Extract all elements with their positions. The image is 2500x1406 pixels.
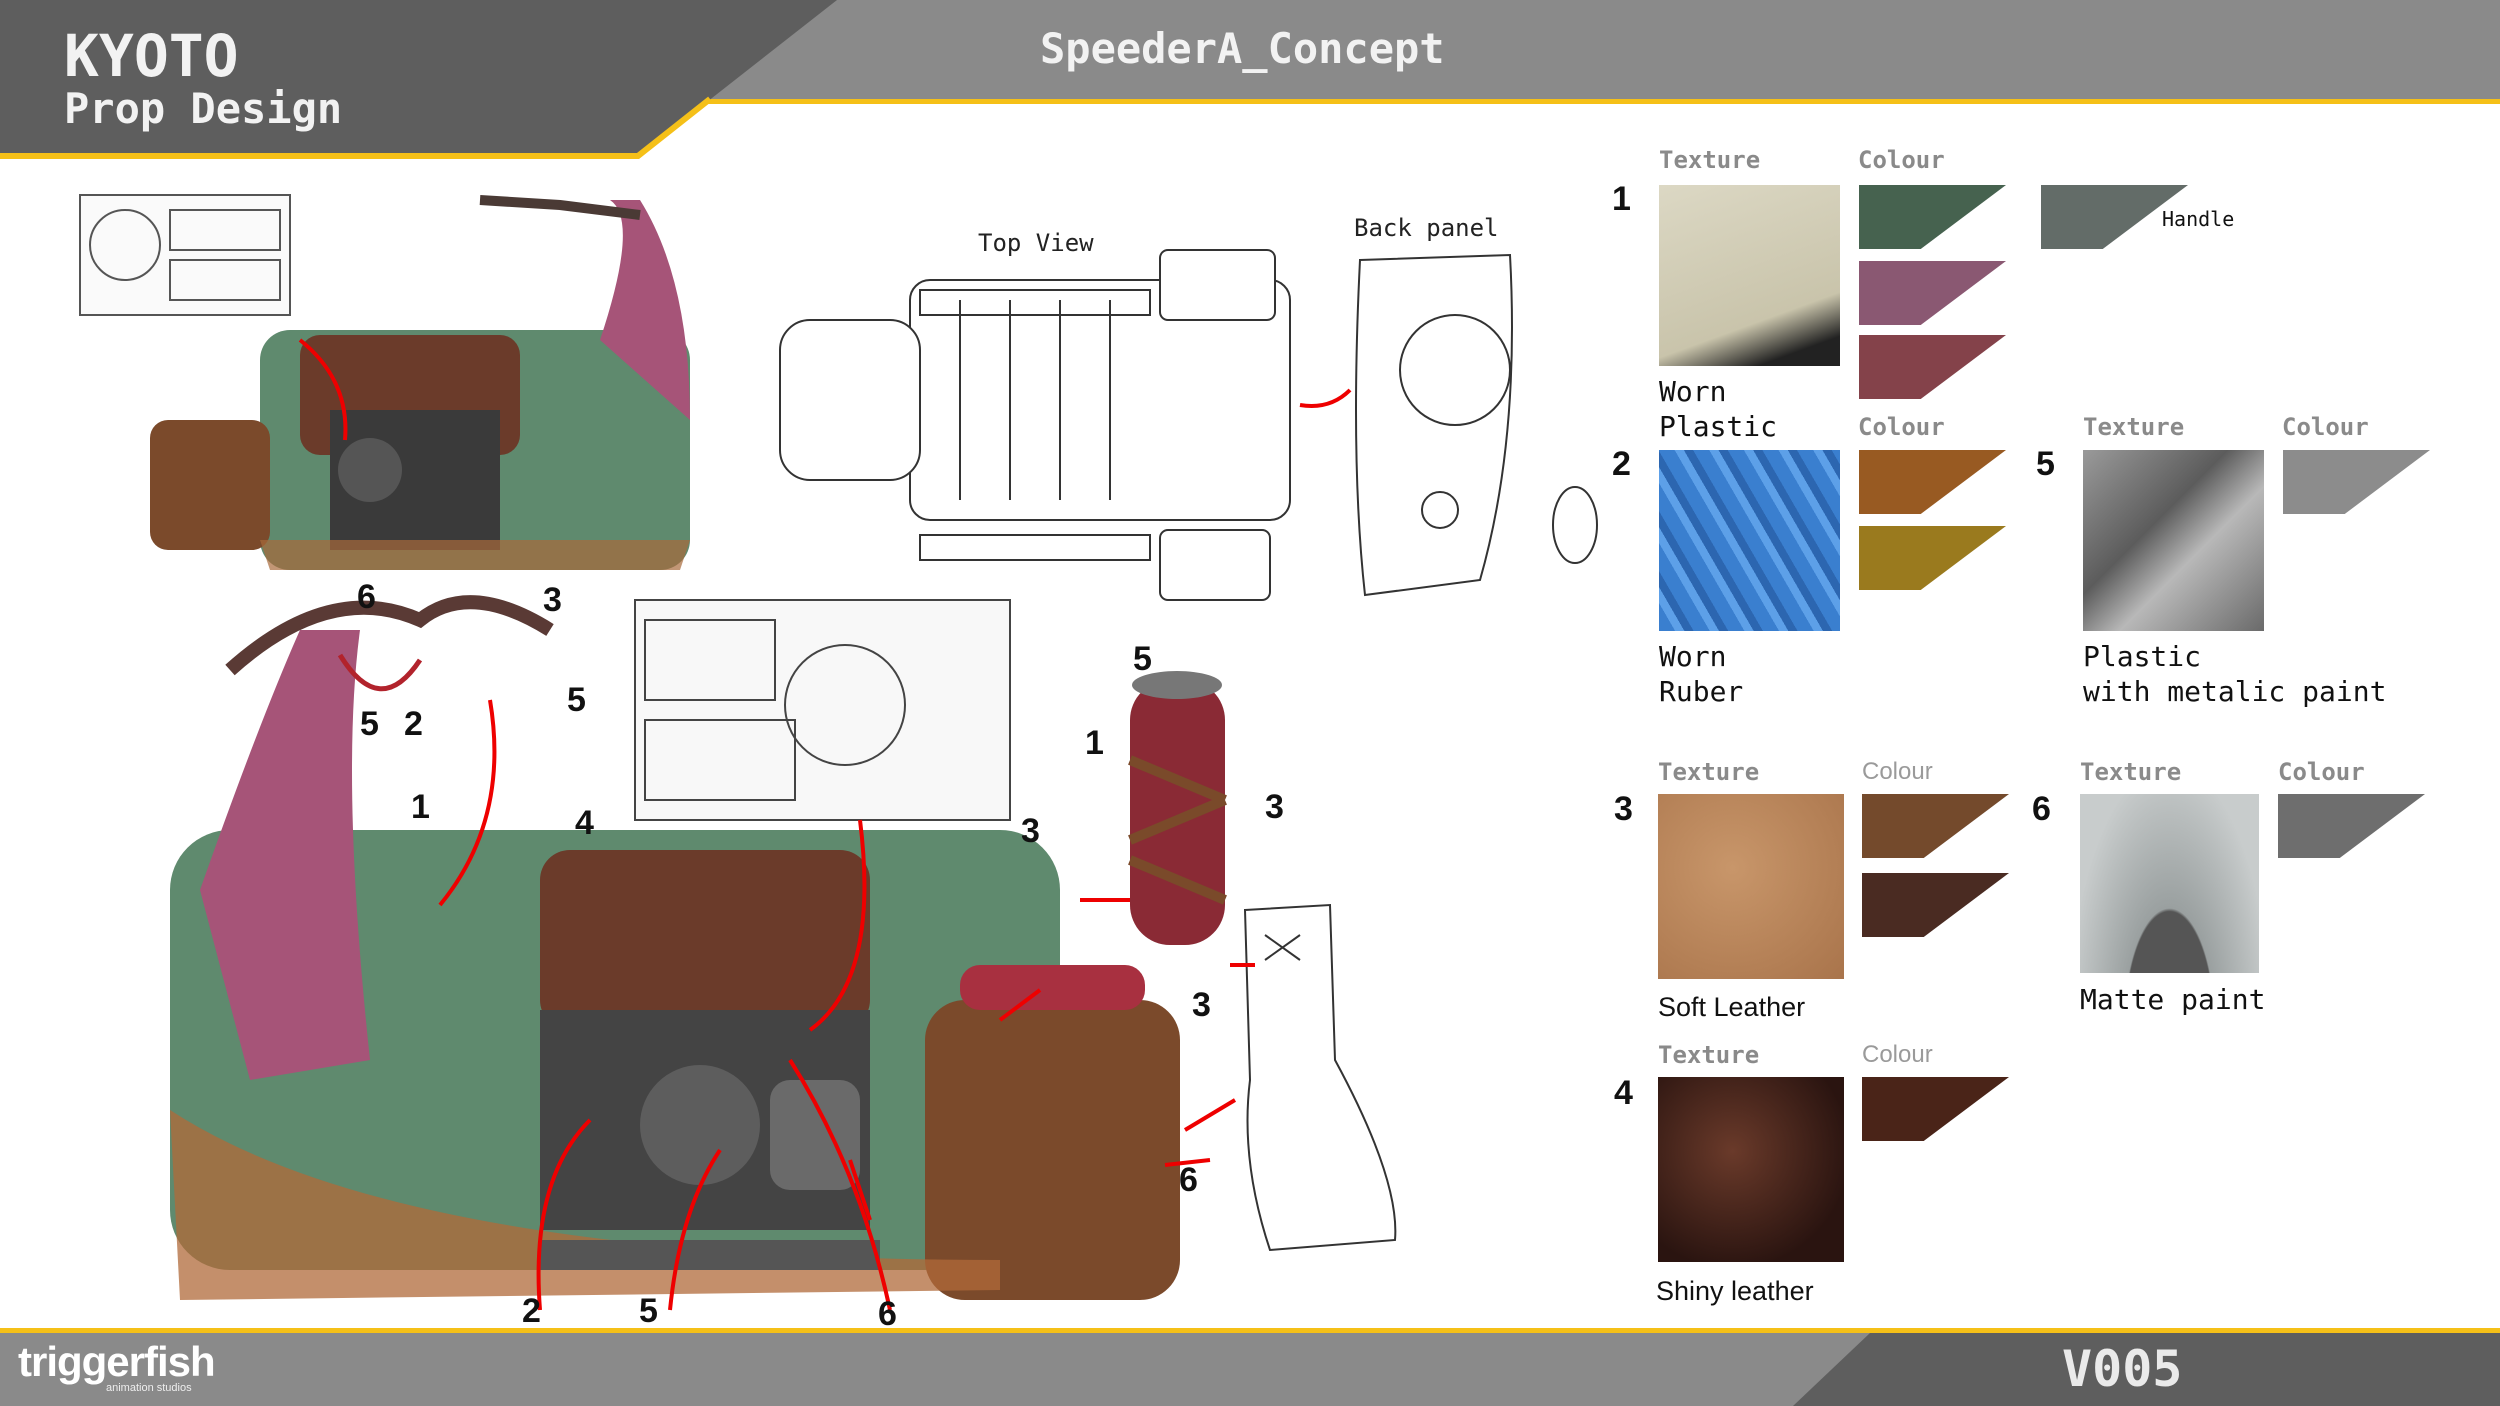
callout-number: 3 bbox=[1265, 788, 1284, 826]
texture-label: Texture bbox=[1659, 146, 1761, 174]
material-number: 5 bbox=[2036, 445, 2055, 483]
colour-label: Colour bbox=[2278, 758, 2365, 786]
callout-number: 4 bbox=[575, 804, 594, 842]
material-number: 6 bbox=[2032, 790, 2051, 828]
material-name: Shiny leather bbox=[1656, 1276, 1814, 1306]
texture-soft-leather bbox=[1658, 794, 1844, 979]
triggerfish-logo: triggerfish bbox=[18, 1338, 216, 1385]
colour-label: Colour bbox=[1862, 758, 1933, 785]
callout-number: 6 bbox=[357, 578, 376, 616]
callout-number: 5 bbox=[360, 705, 379, 743]
callout-number: 3 bbox=[1021, 812, 1040, 850]
callout-number: 1 bbox=[1085, 724, 1104, 762]
texture-metallic-plastic bbox=[2083, 450, 2264, 631]
colour-swatch bbox=[1859, 335, 2006, 399]
texture-matte-paint bbox=[2080, 794, 2259, 973]
concept-art bbox=[79, 194, 1598, 1311]
texture-shiny-leather bbox=[1658, 1077, 1844, 1262]
callout-number: 6 bbox=[1179, 1161, 1198, 1199]
handle-label: Handle bbox=[2162, 207, 2235, 231]
callout-arrows bbox=[298, 338, 1255, 1311]
colour-label: Colour bbox=[2282, 413, 2369, 441]
footer-bar bbox=[0, 1328, 2500, 1406]
callout-number: 2 bbox=[522, 1292, 541, 1330]
material-name: Matte paint bbox=[2080, 983, 2266, 1016]
callout-number: 5 bbox=[639, 1292, 658, 1330]
texture-label: Texture bbox=[2080, 758, 2182, 786]
texture-label: Texture bbox=[1658, 1041, 1760, 1069]
callout-number: 2 bbox=[404, 705, 423, 743]
material-name: Soft Leather bbox=[1658, 992, 1806, 1022]
callout-number: 3 bbox=[543, 581, 562, 619]
sketch-top-view bbox=[779, 249, 1291, 601]
asset-title: SpeederA_Concept bbox=[1040, 24, 1445, 73]
speeder-render-small bbox=[150, 195, 690, 570]
version-label: V005 bbox=[2062, 1340, 2183, 1398]
colour-swatch bbox=[1859, 526, 2006, 590]
callout-number: 1 bbox=[411, 788, 430, 826]
sketch-engine-detail bbox=[634, 599, 1011, 821]
texture-label: Texture bbox=[2083, 413, 2185, 441]
header-banner bbox=[0, 0, 2500, 159]
texture-worn-plastic bbox=[1659, 185, 1840, 366]
callout-number: 5 bbox=[567, 681, 586, 719]
colour-label: Colour bbox=[1858, 413, 1945, 441]
material-number: 1 bbox=[1612, 180, 1631, 218]
colour-label: Colour bbox=[1862, 1041, 1933, 1068]
sketch-strap bbox=[1243, 903, 1397, 1252]
sketch-panel-detail bbox=[79, 194, 291, 316]
material-number: 3 bbox=[1614, 790, 1633, 828]
colour-swatch bbox=[1862, 873, 2009, 937]
colour-swatch bbox=[1859, 261, 2006, 325]
callout-number: 3 bbox=[1192, 986, 1211, 1024]
logo-subtitle: animation studios bbox=[106, 1382, 192, 1394]
colour-swatch bbox=[2283, 450, 2430, 514]
speeder-render-large bbox=[170, 595, 1180, 1300]
colour-swatch bbox=[1859, 450, 2006, 514]
callout-number: 6 bbox=[878, 1295, 897, 1333]
callout-number: 5 bbox=[1133, 640, 1152, 678]
colour-swatch bbox=[1859, 185, 2006, 249]
texture-label: Texture bbox=[1658, 758, 1760, 786]
texture-worn-rubber bbox=[1659, 450, 1840, 631]
colour-swatch bbox=[2278, 794, 2425, 858]
sketch-back-panel bbox=[1355, 253, 1598, 597]
department-title: Prop Design bbox=[64, 84, 343, 133]
material-number: 2 bbox=[1612, 445, 1631, 483]
colour-label: Colour bbox=[1858, 146, 1945, 174]
back-panel-label: Back panel bbox=[1354, 214, 1499, 242]
colour-swatch bbox=[1862, 1077, 2009, 1141]
top-view-label: Top View bbox=[978, 229, 1094, 257]
colour-swatch bbox=[1862, 794, 2009, 858]
bedroll-render bbox=[1128, 671, 1227, 945]
material-number: 4 bbox=[1614, 1074, 1633, 1112]
project-title: KYOTO bbox=[64, 22, 239, 90]
